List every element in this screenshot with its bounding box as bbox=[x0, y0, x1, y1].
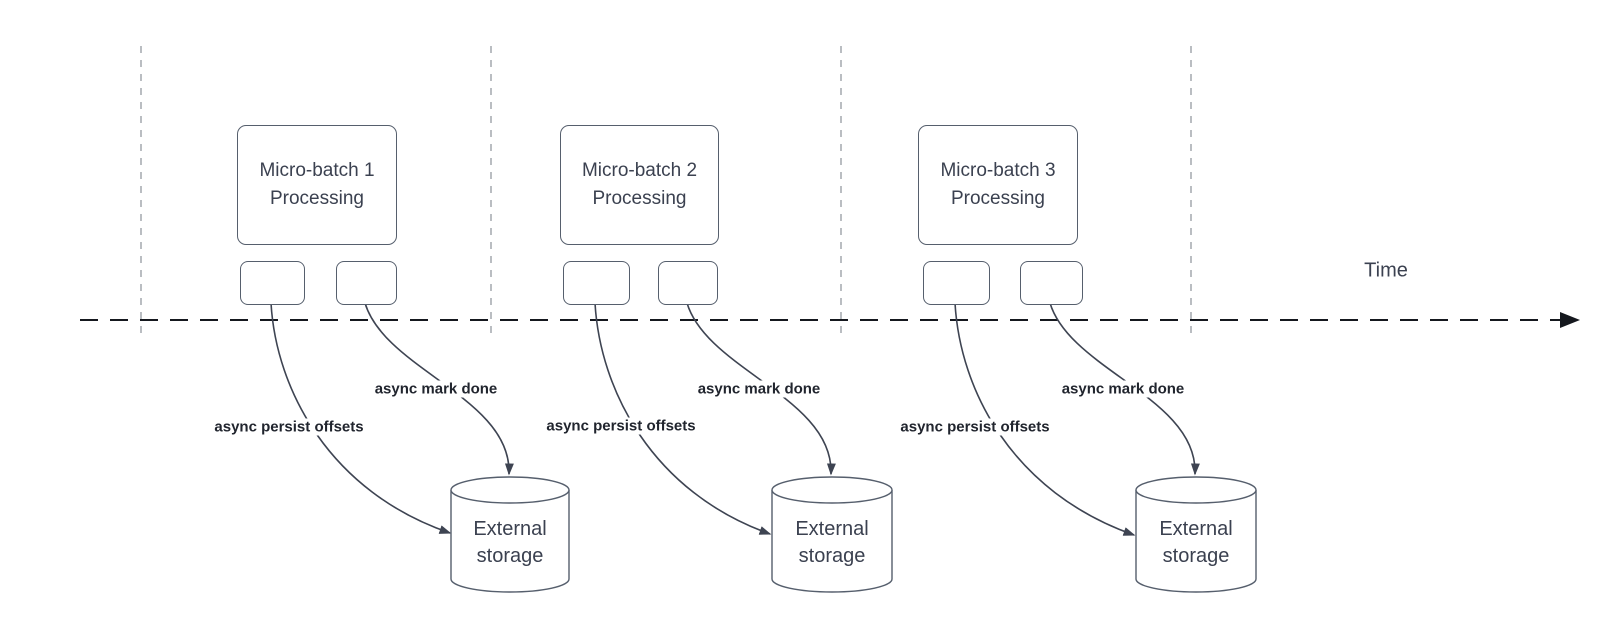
external-storage-label-3: External storage bbox=[1159, 518, 1233, 567]
async-mark-done-label-1: async mark done bbox=[371, 380, 501, 398]
async-task-box-3-persist bbox=[923, 261, 990, 305]
async-task-box-2-persist bbox=[563, 261, 630, 305]
async-task-box-2-mark-done bbox=[658, 261, 718, 305]
async-persist-offsets-label-2: async persist offsets bbox=[543, 417, 699, 435]
micro-batch-2-label: Micro-batch 2 Processing bbox=[581, 160, 698, 209]
external-storage-cylinder-1 bbox=[450, 476, 570, 593]
async-mark-done-label-2: async mark done bbox=[694, 380, 824, 398]
micro-batch-3-label: Micro-batch 3 Processing bbox=[940, 160, 1056, 209]
micro-batch-2-box: Micro-batch 2 Processing bbox=[560, 125, 719, 245]
async-mark-done-label-3: async mark done bbox=[1058, 380, 1188, 398]
async-task-box-1-mark-done bbox=[336, 261, 397, 305]
external-storage-label-2: External storage bbox=[795, 518, 869, 567]
micro-batch-1-label: Micro-batch 1 Processing bbox=[259, 160, 375, 209]
time-axis-label: Time bbox=[1364, 259, 1408, 282]
async-persist-offsets-label-1: async persist offsets bbox=[211, 418, 367, 436]
micro-batch-3-box: Micro-batch 3 Processing bbox=[918, 125, 1078, 245]
micro-batch-1-box: Micro-batch 1 Processing bbox=[237, 125, 397, 245]
async-task-box-1-persist bbox=[240, 261, 305, 305]
external-storage-label-1: External storage bbox=[473, 518, 547, 567]
external-storage-cylinder-3 bbox=[1135, 476, 1257, 593]
async-persist-offsets-arrow-2 bbox=[594, 302, 772, 535]
external-storage-cylinder-2 bbox=[771, 476, 893, 593]
async-task-box-3-mark-done bbox=[1020, 261, 1083, 305]
async-persist-offsets-label-3: async persist offsets bbox=[897, 418, 1053, 436]
